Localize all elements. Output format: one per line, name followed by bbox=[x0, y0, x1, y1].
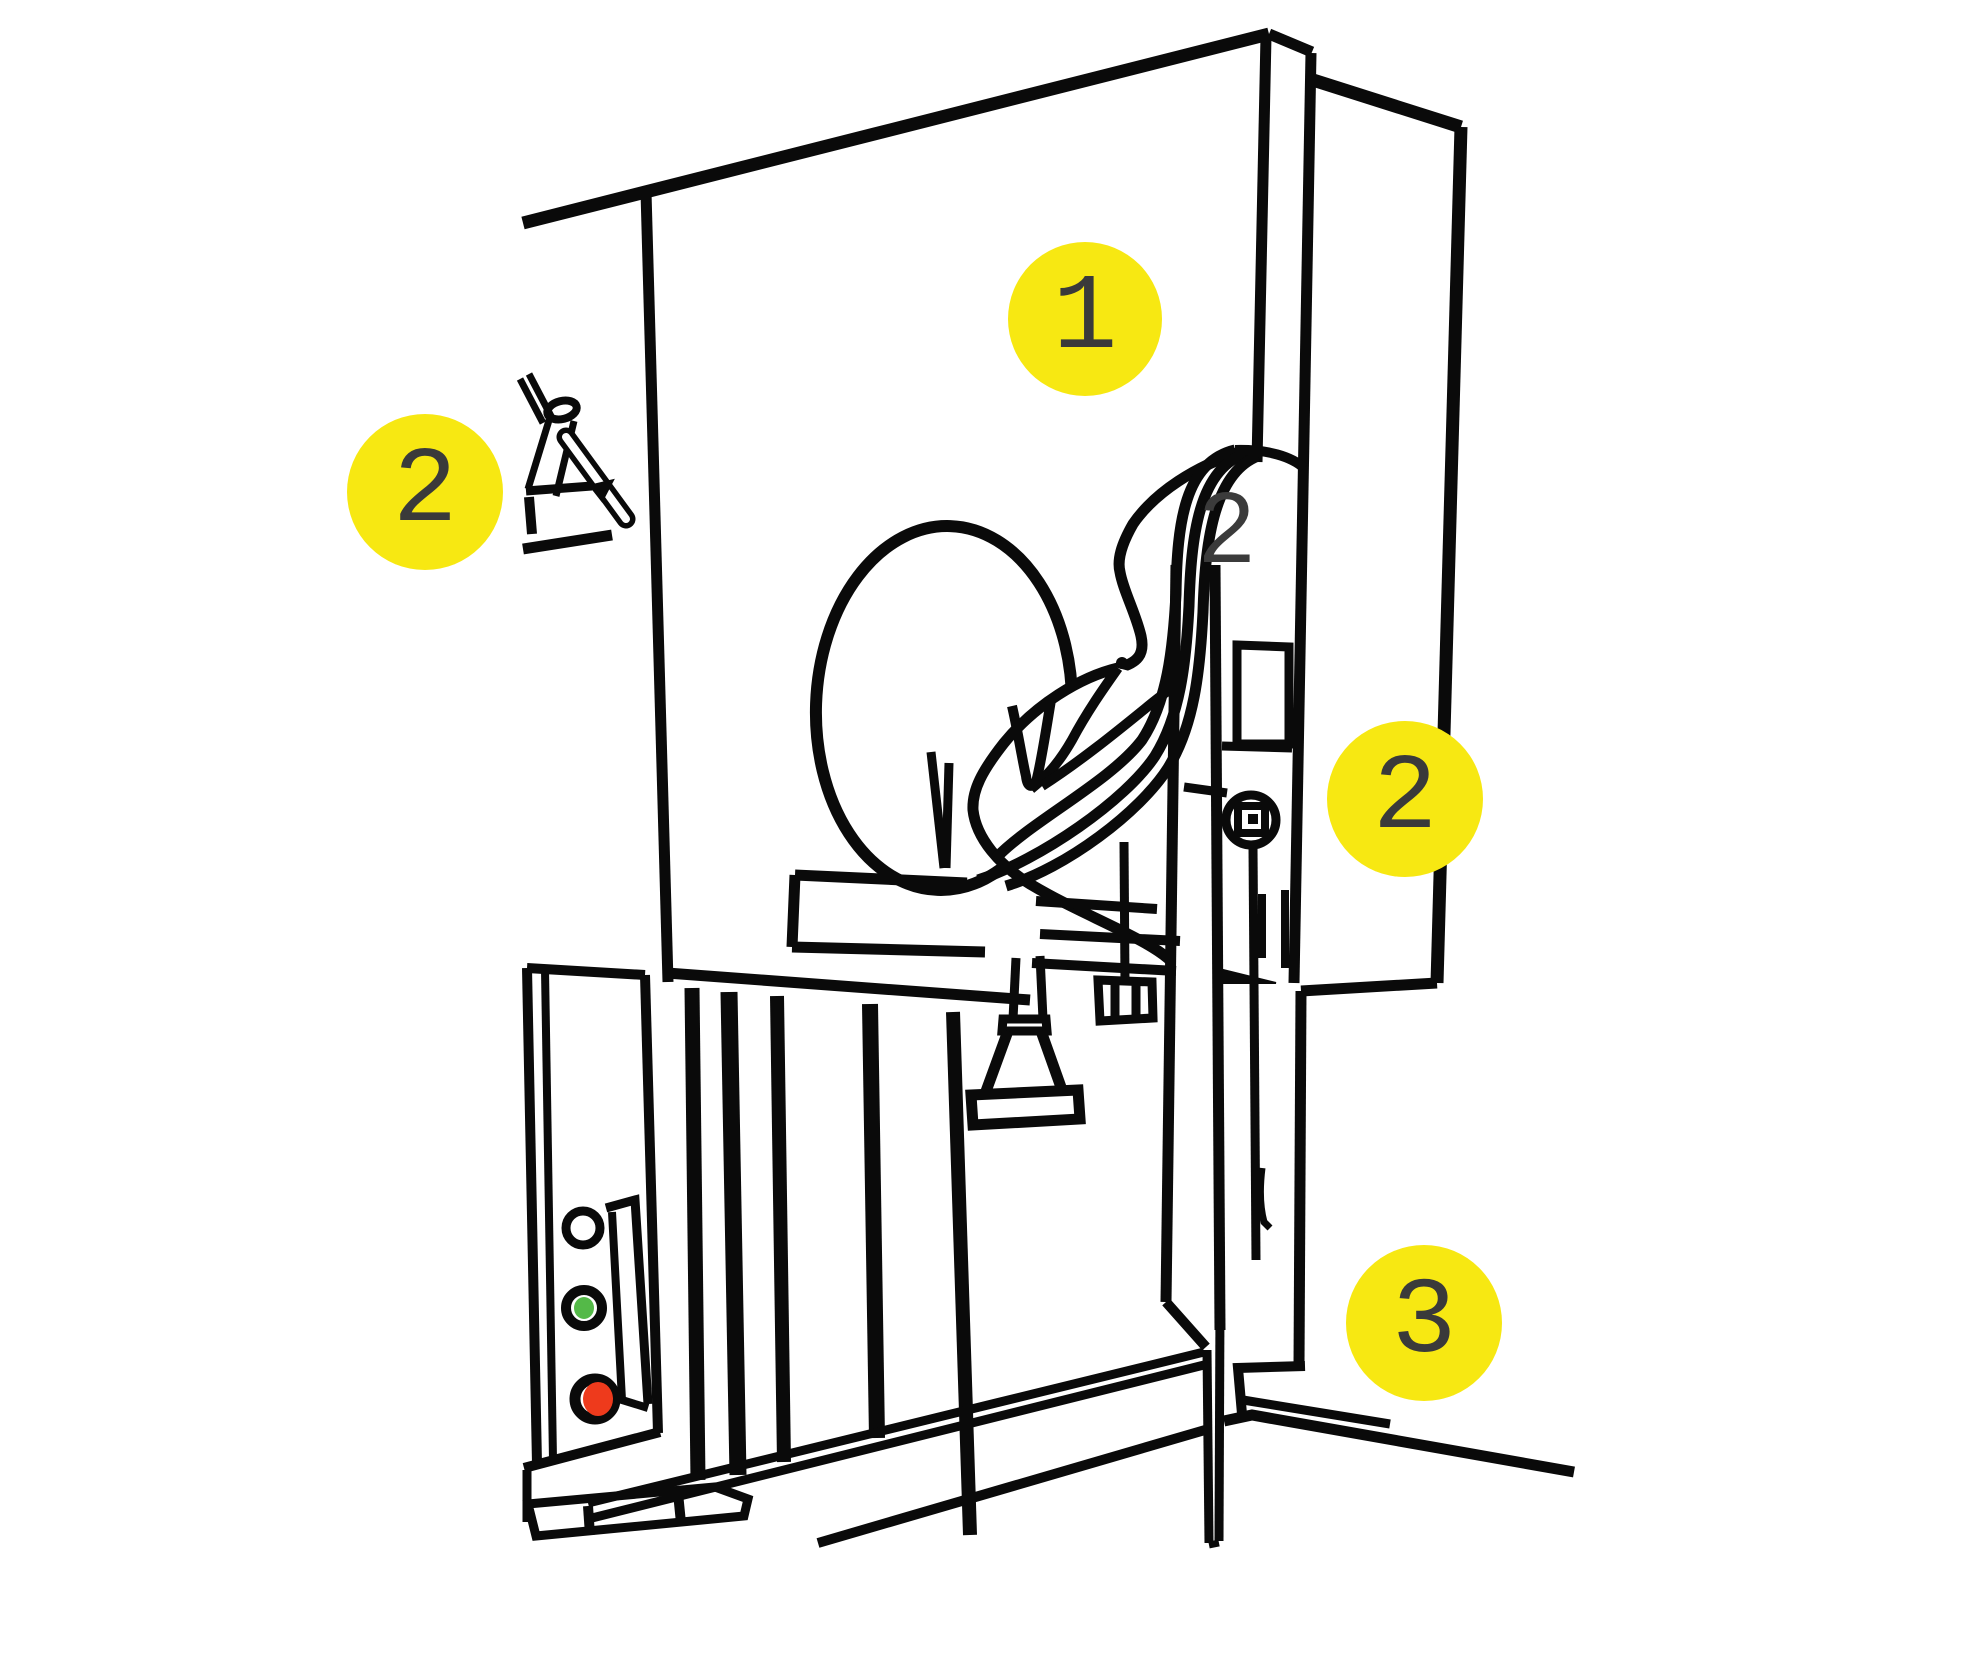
svg-text:2: 2 bbox=[1199, 472, 1255, 584]
